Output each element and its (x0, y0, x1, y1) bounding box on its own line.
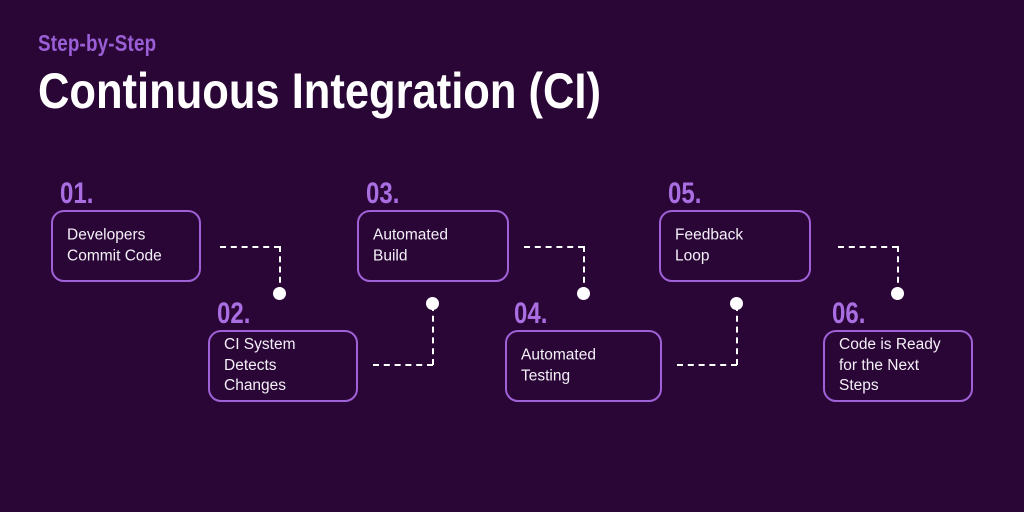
connector-03-04-endpoint (577, 287, 590, 300)
eyebrow-text: Step-by-Step (38, 30, 157, 56)
connector-01-02-endpoint (273, 287, 286, 300)
step-card-06[interactable]: Code is Ready for the Next Steps (823, 330, 973, 402)
step-card-04[interactable]: Automated Testing (505, 330, 662, 402)
step-label-06: Code is Ready for the Next Steps (839, 336, 941, 395)
step-card-05[interactable]: Feedback Loop (659, 210, 811, 282)
step-number-03: 03. (366, 177, 400, 210)
step-card-01[interactable]: Developers Commit Code (51, 210, 201, 282)
step-card-02[interactable]: CI System Detects Changes (208, 330, 358, 402)
connector-03-04-horizontal (524, 246, 584, 248)
step-label-05: Feedback Loop (675, 226, 744, 264)
connector-04-05-horizontal (677, 364, 737, 366)
step-number-05: 05. (668, 177, 702, 210)
header-block: Step-by-Step Continuous Integration (CI) (38, 30, 685, 118)
connector-01-02-horizontal (220, 246, 280, 248)
step-label-01: Developers Commit Code (67, 226, 162, 264)
step-number-02: 02. (217, 297, 251, 330)
step-label-03: Automated Build (373, 226, 448, 264)
step-number-01: 01. (60, 177, 94, 210)
connector-04-05-endpoint (730, 297, 743, 310)
page-title: Continuous Integration (CI) (38, 63, 601, 119)
connector-02-03-horizontal (373, 364, 433, 366)
step-card-03[interactable]: Automated Build (357, 210, 509, 282)
connector-02-03-endpoint (426, 297, 439, 310)
connector-05-06-vertical (897, 246, 899, 293)
connector-01-02-vertical (279, 246, 281, 293)
connector-05-06-horizontal (838, 246, 898, 248)
step-label-02: CI System Detects Changes (224, 336, 296, 395)
step-number-04: 04. (514, 297, 548, 330)
step-label-04: Automated Testing (521, 346, 596, 384)
connector-03-04-vertical (583, 246, 585, 293)
connector-04-05-vertical (736, 305, 738, 365)
connector-05-06-endpoint (891, 287, 904, 300)
step-number-06: 06. (832, 297, 866, 330)
connector-02-03-vertical (432, 305, 434, 365)
